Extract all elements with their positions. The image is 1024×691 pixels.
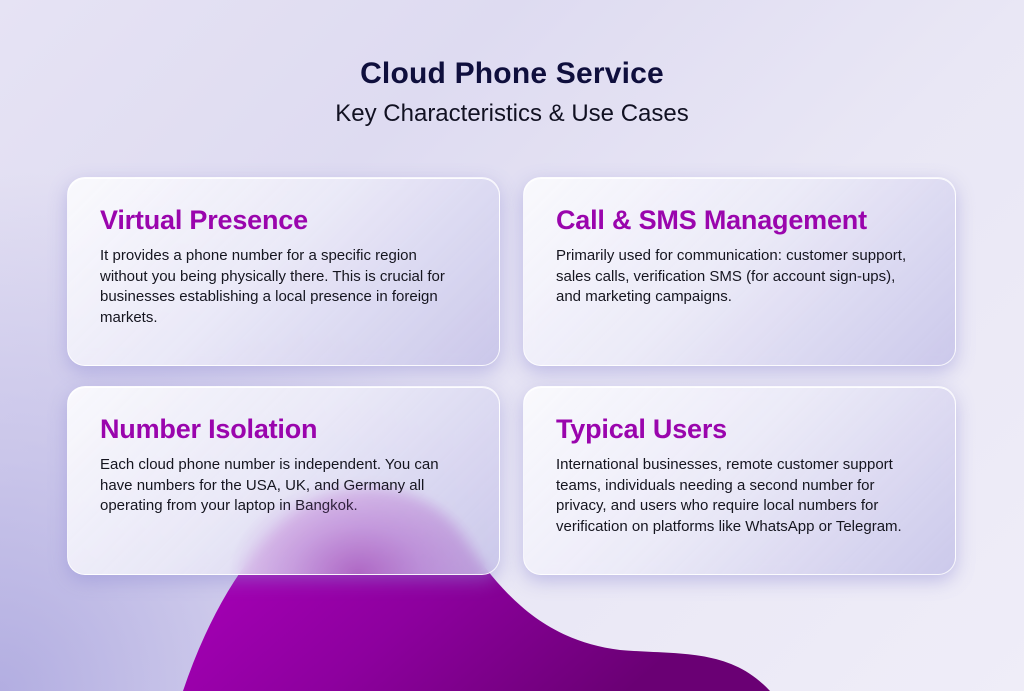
header: Cloud Phone Service Key Characteristics … xyxy=(0,52,1024,132)
card-title: Call & SMS Management xyxy=(556,205,867,235)
page-title: Cloud Phone Service xyxy=(360,57,664,90)
card-title: Virtual Presence xyxy=(100,205,308,235)
page-subtitle: Key Characteristics & Use Cases xyxy=(335,100,689,127)
card-typical-users: Typical Users International businesses, … xyxy=(523,386,956,575)
card-number-isolation: Number Isolation Each cloud phone number… xyxy=(67,386,500,575)
card-title: Typical Users xyxy=(556,414,727,444)
card-body: It provides a phone number for a specifi… xyxy=(100,247,445,326)
card-title: Number Isolation xyxy=(100,414,318,444)
card-body: Each cloud phone number is independent. … xyxy=(100,456,439,514)
card-virtual-presence: Virtual Presence It provides a phone num… xyxy=(67,177,500,366)
card-call-sms-management: Call & SMS Management Primarily used for… xyxy=(523,177,956,366)
card-body: Primarily used for communication: custom… xyxy=(556,247,907,305)
card-body: International businesses, remote custome… xyxy=(556,456,902,535)
